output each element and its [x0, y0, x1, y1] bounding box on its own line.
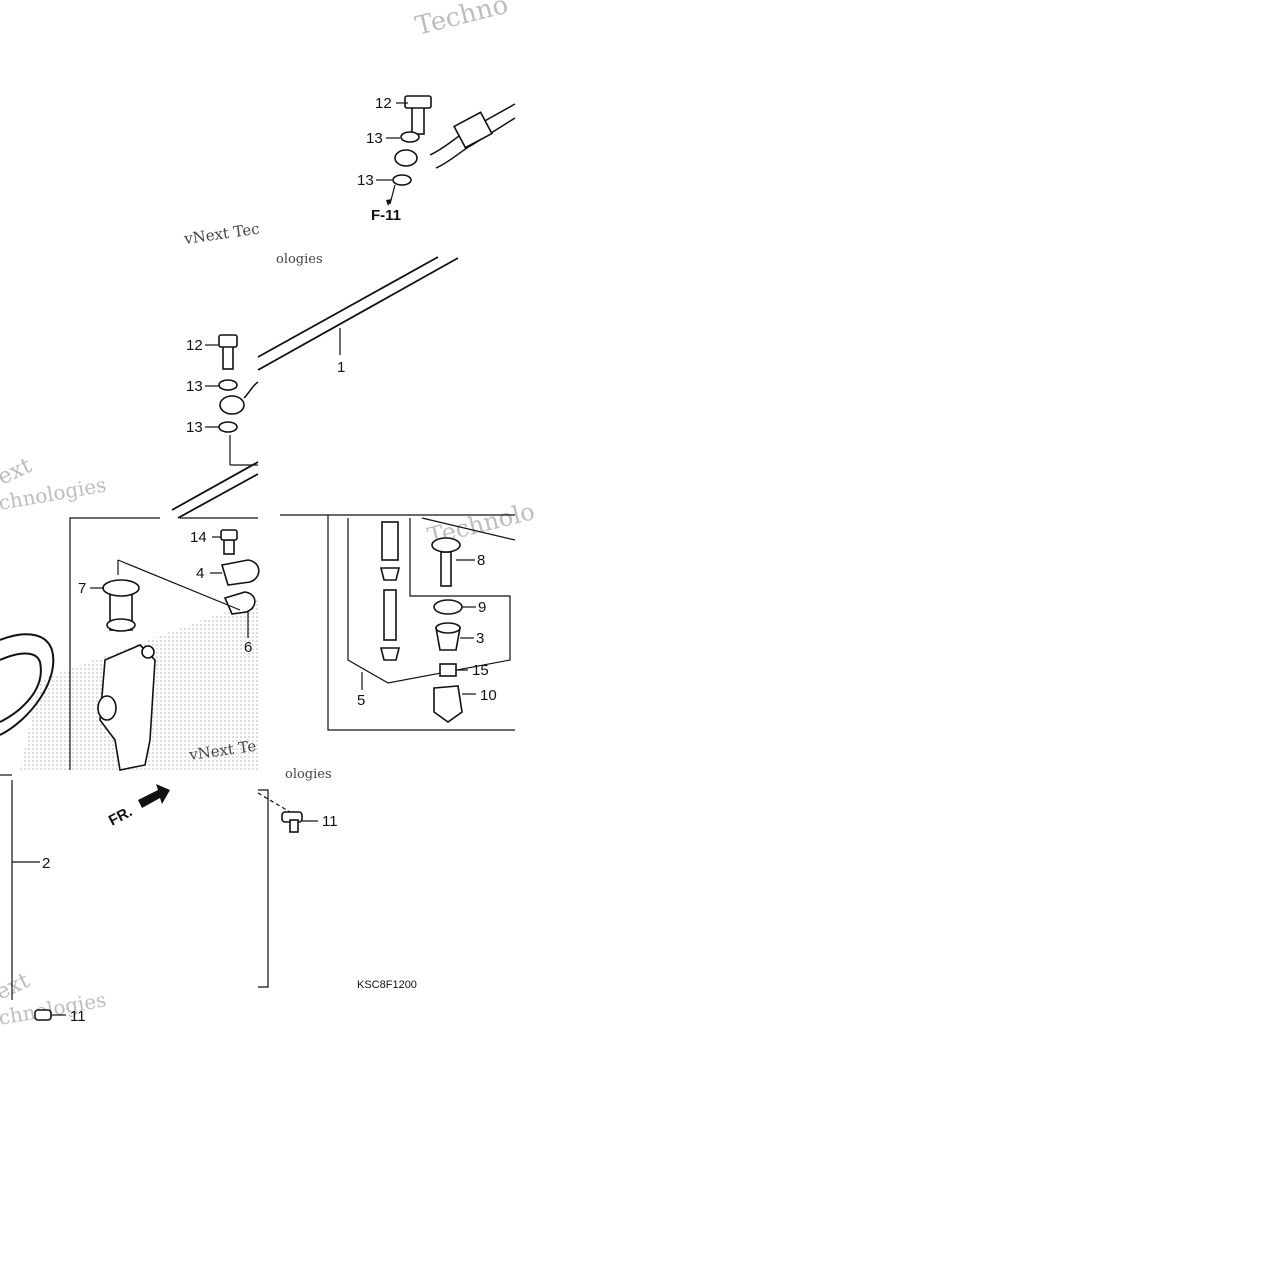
- callout-8: 8: [477, 552, 485, 569]
- reference-label: F-11: [371, 207, 401, 224]
- master-cylinder-panel: [0, 517, 260, 771]
- callout-labels: 12 13 13 12 13 13 1 14 4 7 6 8 9 3 15 10…: [42, 95, 497, 1025]
- diagram-code: KSC8F1200: [357, 979, 417, 991]
- watermark: ologies: [276, 252, 323, 267]
- callout-4: 4: [196, 565, 204, 582]
- callout-13: 13: [357, 172, 374, 189]
- cup-primary: [379, 567, 401, 581]
- brake-pipe: [171, 256, 459, 519]
- callout-13: 13: [366, 130, 383, 147]
- piston-kit-panel: [280, 514, 516, 731]
- callout-11: 11: [70, 1008, 86, 1025]
- callout-15: 15: [472, 662, 489, 679]
- callout-14: 14: [190, 529, 207, 546]
- callout-7: 7: [78, 580, 86, 597]
- hose-fitting: [453, 111, 493, 149]
- push-rod-8: [440, 551, 452, 587]
- diaphragm-6: [223, 591, 256, 615]
- watermark: Techno: [412, 0, 511, 42]
- callout-13: 13: [186, 419, 203, 436]
- cup-secondary: [379, 647, 401, 661]
- callout-3: 3: [476, 630, 484, 647]
- watermark: ologies: [285, 767, 332, 782]
- callout-9: 9: [478, 599, 486, 616]
- bolt-head-12-middle: [218, 334, 238, 348]
- bolt-12-middle: [222, 344, 234, 370]
- callout-12: 12: [186, 337, 203, 354]
- front-label: FR.: [106, 803, 135, 829]
- banjo-fitting-upper: [394, 149, 418, 167]
- screw-14: [223, 539, 235, 555]
- front-arrow-icon: [138, 784, 170, 808]
- banjo-fitting-middle: [219, 395, 245, 415]
- callout-5: 5: [357, 692, 365, 709]
- bolt-11-left: [34, 1009, 52, 1021]
- middle-banjo-assembly: [205, 334, 259, 433]
- washer-13-middle-a: [218, 379, 238, 391]
- callout-2: 2: [42, 855, 50, 872]
- callout-1: 1: [337, 359, 345, 376]
- lower-leaders: [0, 774, 318, 1021]
- bolt-head-12-upper: [404, 95, 432, 109]
- joint-10: [433, 685, 463, 723]
- washer-13-upper: [400, 131, 420, 143]
- piston: [383, 589, 397, 641]
- callout-6: 6: [244, 639, 252, 656]
- reservoir-cap-4: [220, 559, 260, 586]
- reservoir-joint-flange: [102, 579, 140, 597]
- spring: [381, 521, 399, 561]
- upper-banjo-assembly: [376, 95, 516, 206]
- callout-12: 12: [375, 95, 392, 112]
- watermark: vNext Tec: [182, 220, 261, 249]
- washer-13-lower: [392, 174, 412, 186]
- bolt-12-upper: [411, 105, 425, 135]
- front-direction-marker: FR.: [106, 784, 170, 830]
- nut-15: [439, 663, 457, 677]
- callout-11: 11: [322, 813, 338, 830]
- washer-13-middle-b: [218, 421, 238, 433]
- circlip-9: [433, 599, 463, 615]
- callout-10: 10: [480, 687, 497, 704]
- callout-13: 13: [186, 378, 203, 395]
